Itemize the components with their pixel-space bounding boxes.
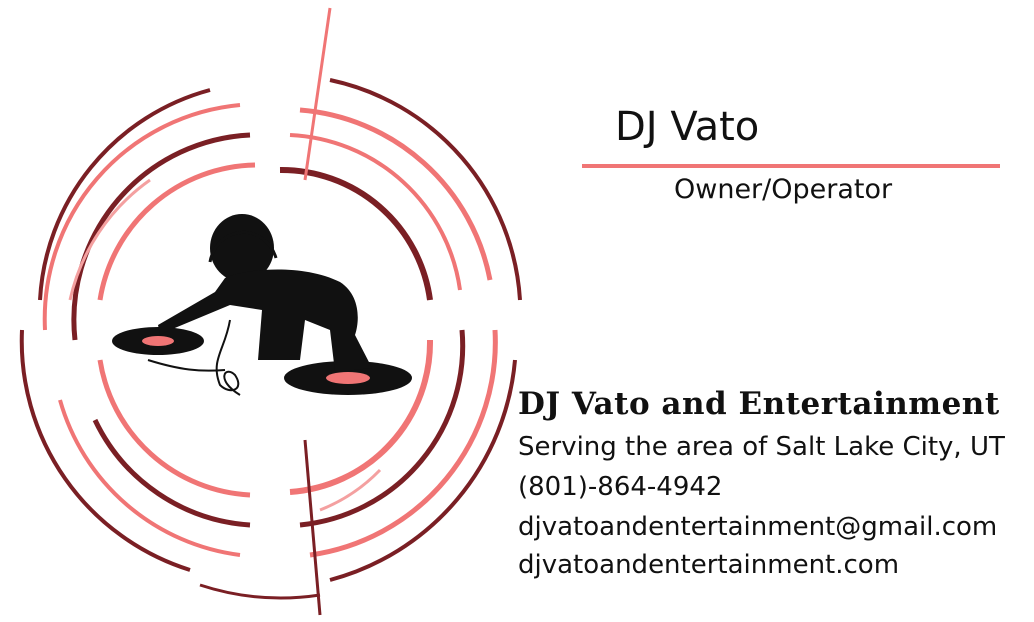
headphone-cable [147,359,226,372]
turntable-left-center [142,336,174,346]
ring-segment [289,133,462,291]
ring-segment [289,339,434,495]
ring-segment [303,7,332,181]
ring-segment [42,103,241,331]
ring-segment [329,359,517,582]
ring-segment [299,107,493,281]
website-link[interactable]: djvatoandentertainment.com [518,550,900,580]
phone-number[interactable]: (801)-864-4942 [518,472,723,502]
ring-segment [97,359,251,498]
turntable-right-center [326,372,370,384]
ring-segment [97,162,256,301]
company-name: DJ Vato and Entertainment [518,386,1000,422]
ring-segment [279,166,433,301]
dj-name: DJ Vato [615,104,760,150]
ring-segment [19,329,191,572]
ring-segment [319,468,382,512]
ring-segment [299,329,466,528]
ring-segment [38,88,211,301]
service-area: Serving the area of Salt Lake City, UT [518,432,1005,462]
headphones-icon [208,230,278,263]
ring-segment [68,178,151,301]
email-address[interactable]: djvatoandentertainment@gmail.com [518,512,998,542]
job-title: Owner/Operator [674,174,893,205]
divider-rule [582,164,1000,168]
ring-segment [199,583,321,600]
ring-segment [71,132,251,341]
headphone-cable [215,319,241,396]
ring-segment [58,399,241,557]
dj-logo-icon [19,7,522,616]
ring-segment [92,418,251,528]
ring-segment [329,78,522,301]
dj-silhouette [158,214,372,372]
ring-segment [303,439,322,616]
ring-segment [309,329,498,558]
